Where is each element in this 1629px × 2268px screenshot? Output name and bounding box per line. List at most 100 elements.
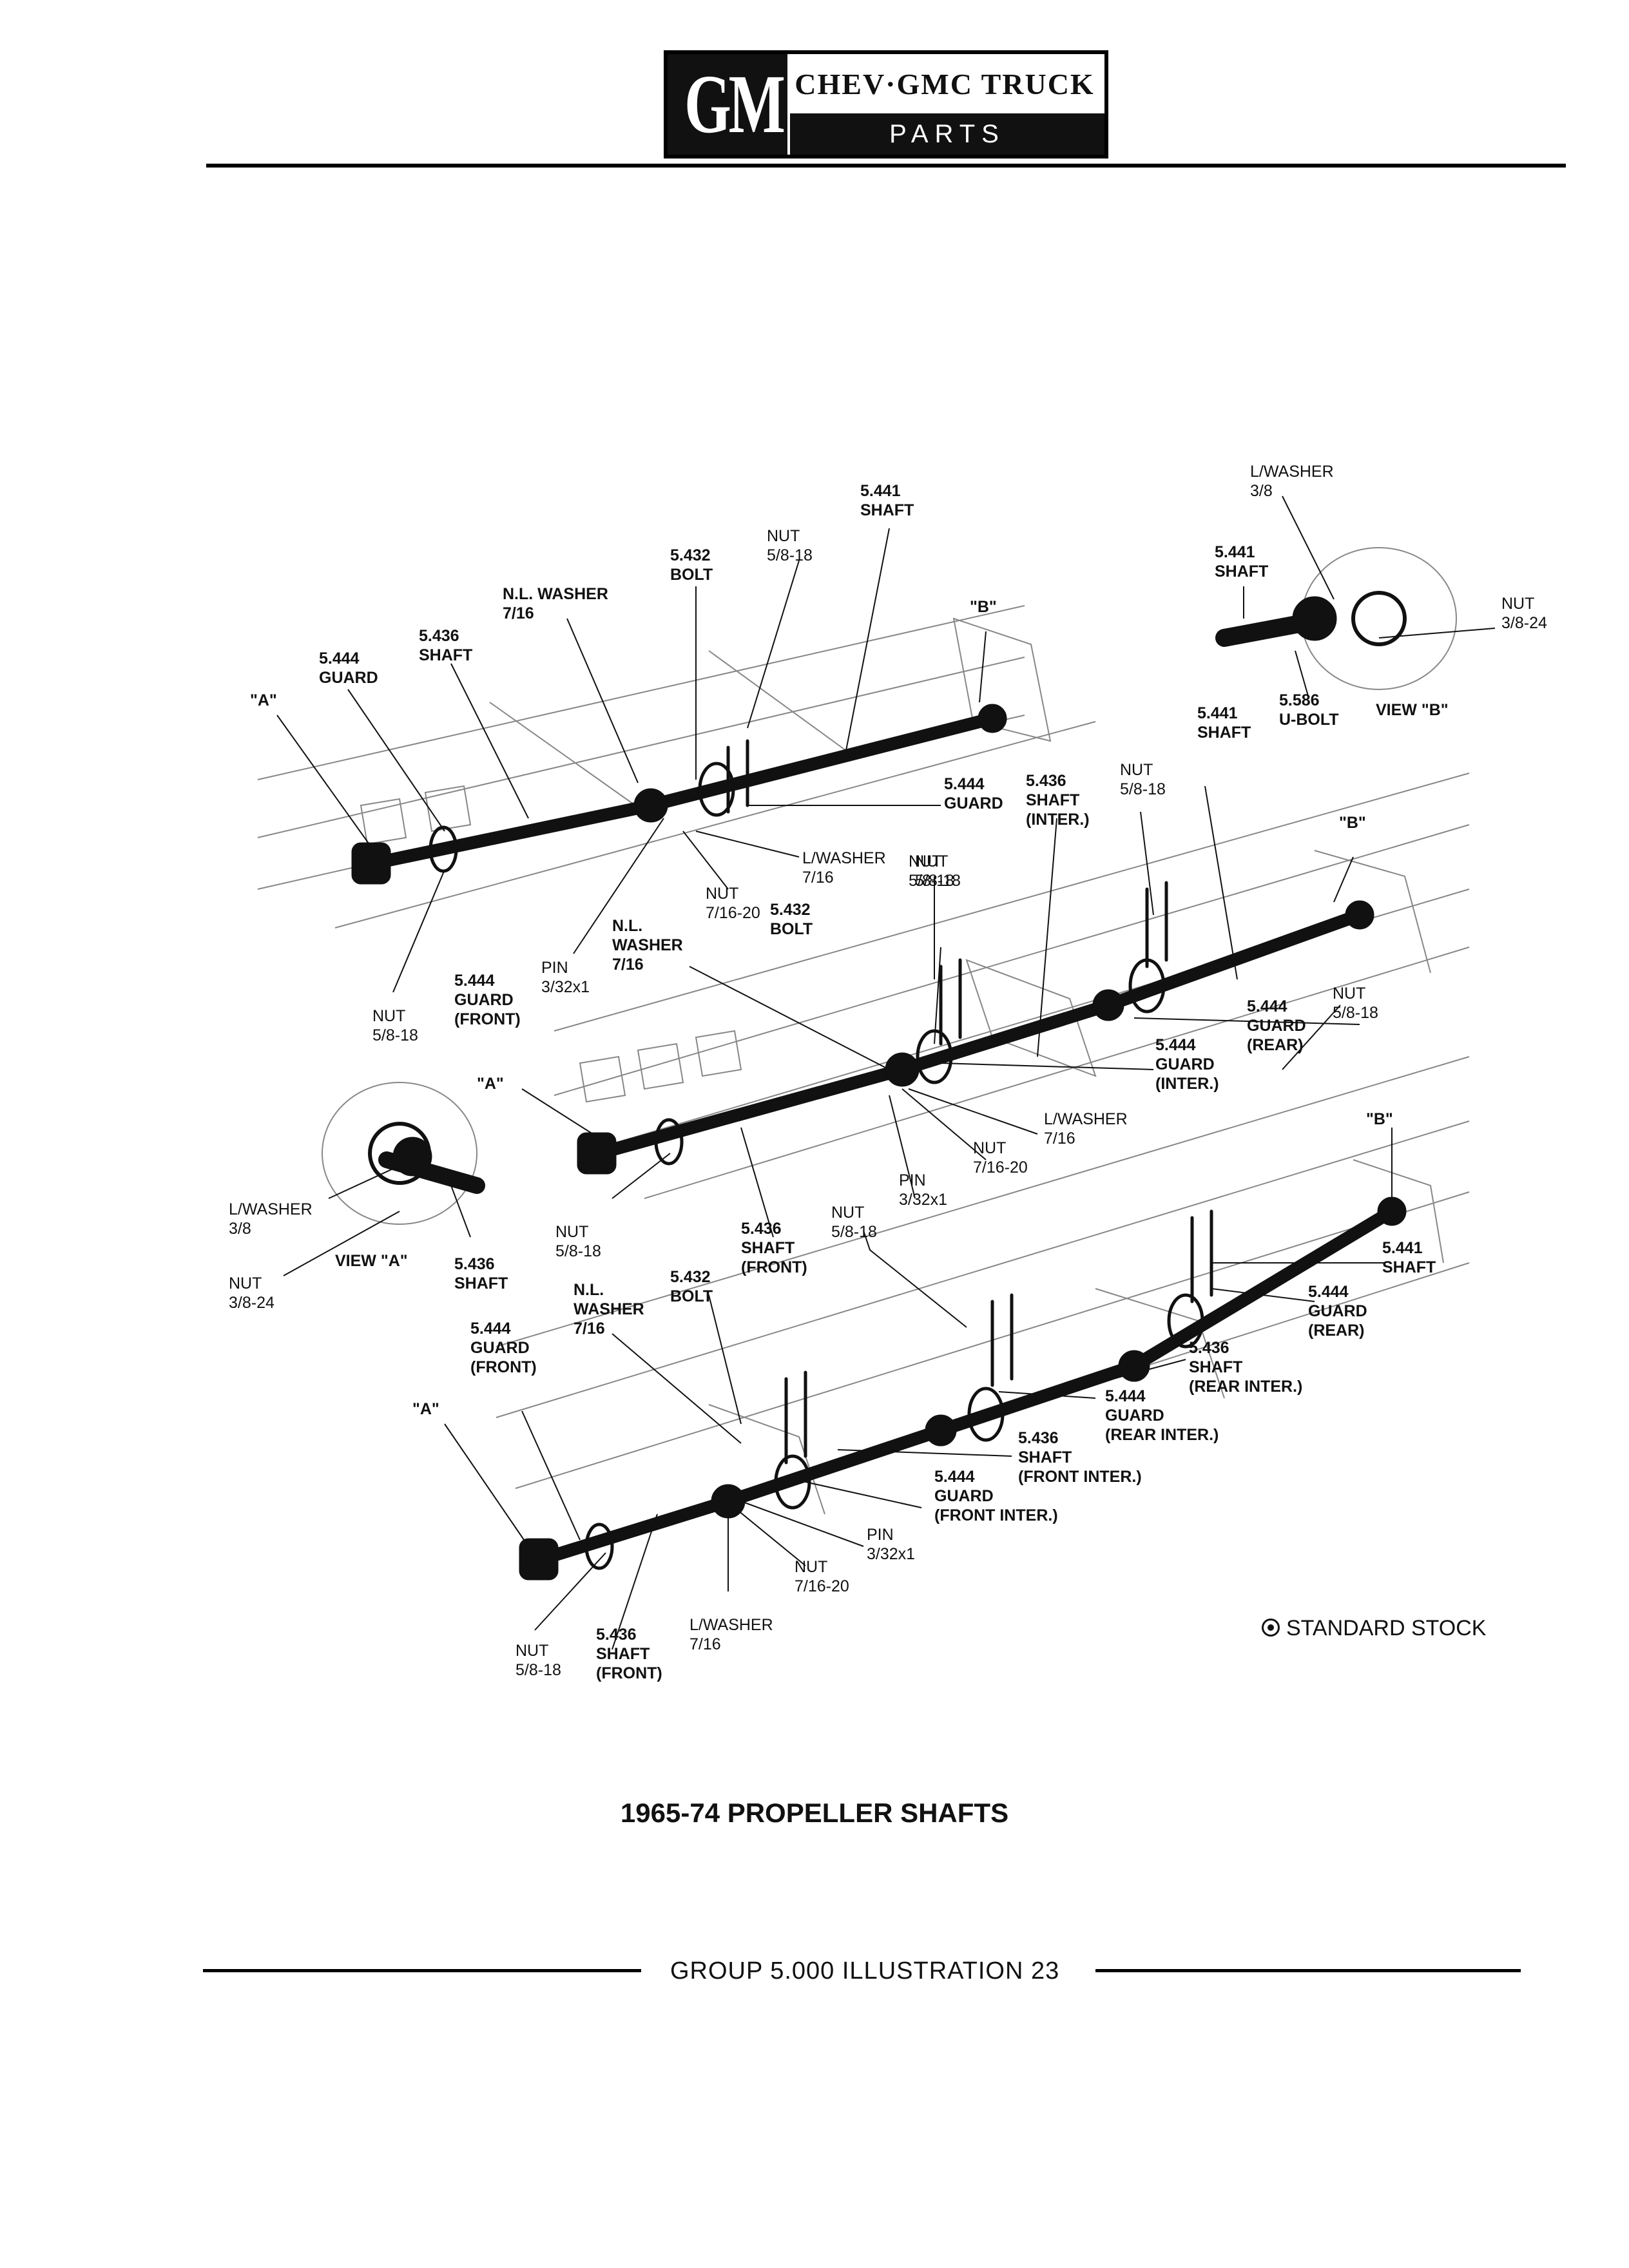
label-line: 7/16-20 [706, 904, 760, 922]
label-line: 7/16-20 [973, 1158, 1028, 1177]
label-line: 5/8-18 [1333, 1004, 1378, 1022]
label-line: SHAFT [1018, 1448, 1072, 1466]
label-line: 3/32x1 [541, 978, 590, 996]
label-line: 5.444 [454, 972, 495, 990]
label-line: N.L. [612, 917, 642, 935]
label-line: 5.432 [670, 546, 711, 564]
label-line: 5/8-18 [831, 1223, 877, 1241]
label-line: 7/16 [689, 1635, 721, 1653]
label-line: PIN [867, 1526, 894, 1544]
label-line: 5.436 [419, 627, 459, 645]
label-line: N.L. [574, 1281, 604, 1299]
label-line: PIN [899, 1171, 926, 1189]
gm-logo: GM [668, 54, 787, 155]
diagram-caption: 1965-74 PROPELLER SHAFTS [620, 1798, 1009, 1828]
label-line: (FRONT INTER.) [1018, 1468, 1142, 1486]
header-title: CHEV·GMC TRUCK [795, 68, 1095, 101]
label-a-3: "A" [412, 1400, 439, 1418]
label-view-b: VIEW "B" [1376, 701, 1449, 719]
label-a-2: "A" [477, 1075, 504, 1093]
label-line: U-BOLT [1279, 711, 1339, 729]
label-line: (FRONT) [454, 1010, 521, 1028]
label-b-1: "B" [970, 598, 997, 616]
label-line: "A" [250, 691, 277, 709]
label-line: 7/16 [612, 956, 644, 974]
label-line: WASHER [612, 936, 683, 954]
label-line: (REAR INTER.) [1105, 1426, 1219, 1444]
label-line: 5.436 [1189, 1339, 1229, 1357]
label-line: 5.432 [770, 901, 811, 919]
footer-rule-right [1095, 1969, 1521, 1972]
label-line: GUARD [934, 1487, 994, 1505]
label-line: 5.444 [319, 649, 360, 668]
label-line: (FRONT) [741, 1258, 807, 1276]
label-line: NUT [1120, 761, 1153, 779]
label-line: 3/32x1 [867, 1545, 915, 1563]
standard-stock-icon [1262, 1619, 1280, 1637]
label-line: 5.441 [1215, 543, 1255, 561]
label-line: NUT [1333, 985, 1365, 1003]
label-line: SHAFT [1215, 562, 1268, 581]
label-line: GUARD [470, 1339, 530, 1357]
label-line: 3/32x1 [899, 1191, 947, 1209]
label-line: 5/8-18 [1120, 780, 1166, 798]
label-line: 5.436 [454, 1255, 495, 1273]
label-line: 5.444 [934, 1468, 975, 1486]
label-line: 3/8-24 [1501, 614, 1547, 632]
label-line: SHAFT [1026, 791, 1079, 809]
label-line: 7/16 [574, 1320, 605, 1338]
label-line: 7/16-20 [795, 1577, 849, 1595]
label-line: (REAR) [1247, 1036, 1304, 1054]
label-line: 7/16 [802, 869, 834, 887]
label-line: GUARD [944, 794, 1003, 812]
label-line: 7/16 [1044, 1129, 1075, 1148]
label-line: NUT [909, 852, 941, 870]
leader-lines [276, 495, 1496, 1650]
label-line: 5/8-18 [767, 546, 813, 564]
standard-stock-legend: STANDARD STOCK [1262, 1616, 1486, 1641]
label-line: "B" [1366, 1110, 1393, 1128]
label-line: BOLT [670, 566, 713, 584]
label-line: 5.444 [470, 1320, 511, 1338]
label-line: VIEW "A" [335, 1252, 408, 1270]
label-line: SHAFT [1382, 1258, 1436, 1276]
label-line: BOLT [770, 920, 813, 938]
label-line: "A" [412, 1400, 439, 1418]
label-line: 3/8-24 [229, 1294, 275, 1312]
label-line: 5.436 [1018, 1429, 1059, 1447]
label-line: 5.441 [860, 482, 901, 500]
label-line: GUARD [1105, 1407, 1164, 1425]
label-line: (FRONT INTER.) [934, 1506, 1058, 1524]
label-line: NUT [973, 1139, 1006, 1157]
label-line: GUARD [1308, 1302, 1367, 1320]
label-line: GUARD [1155, 1055, 1215, 1073]
label-line: 5.444 [1155, 1036, 1196, 1054]
label-line: SHAFT [1189, 1358, 1242, 1376]
label-line: SHAFT [454, 1274, 508, 1293]
footer-text: GROUP 5.000 ILLUSTRATION 23 [670, 1957, 1060, 1984]
label-line: SHAFT [741, 1239, 795, 1257]
